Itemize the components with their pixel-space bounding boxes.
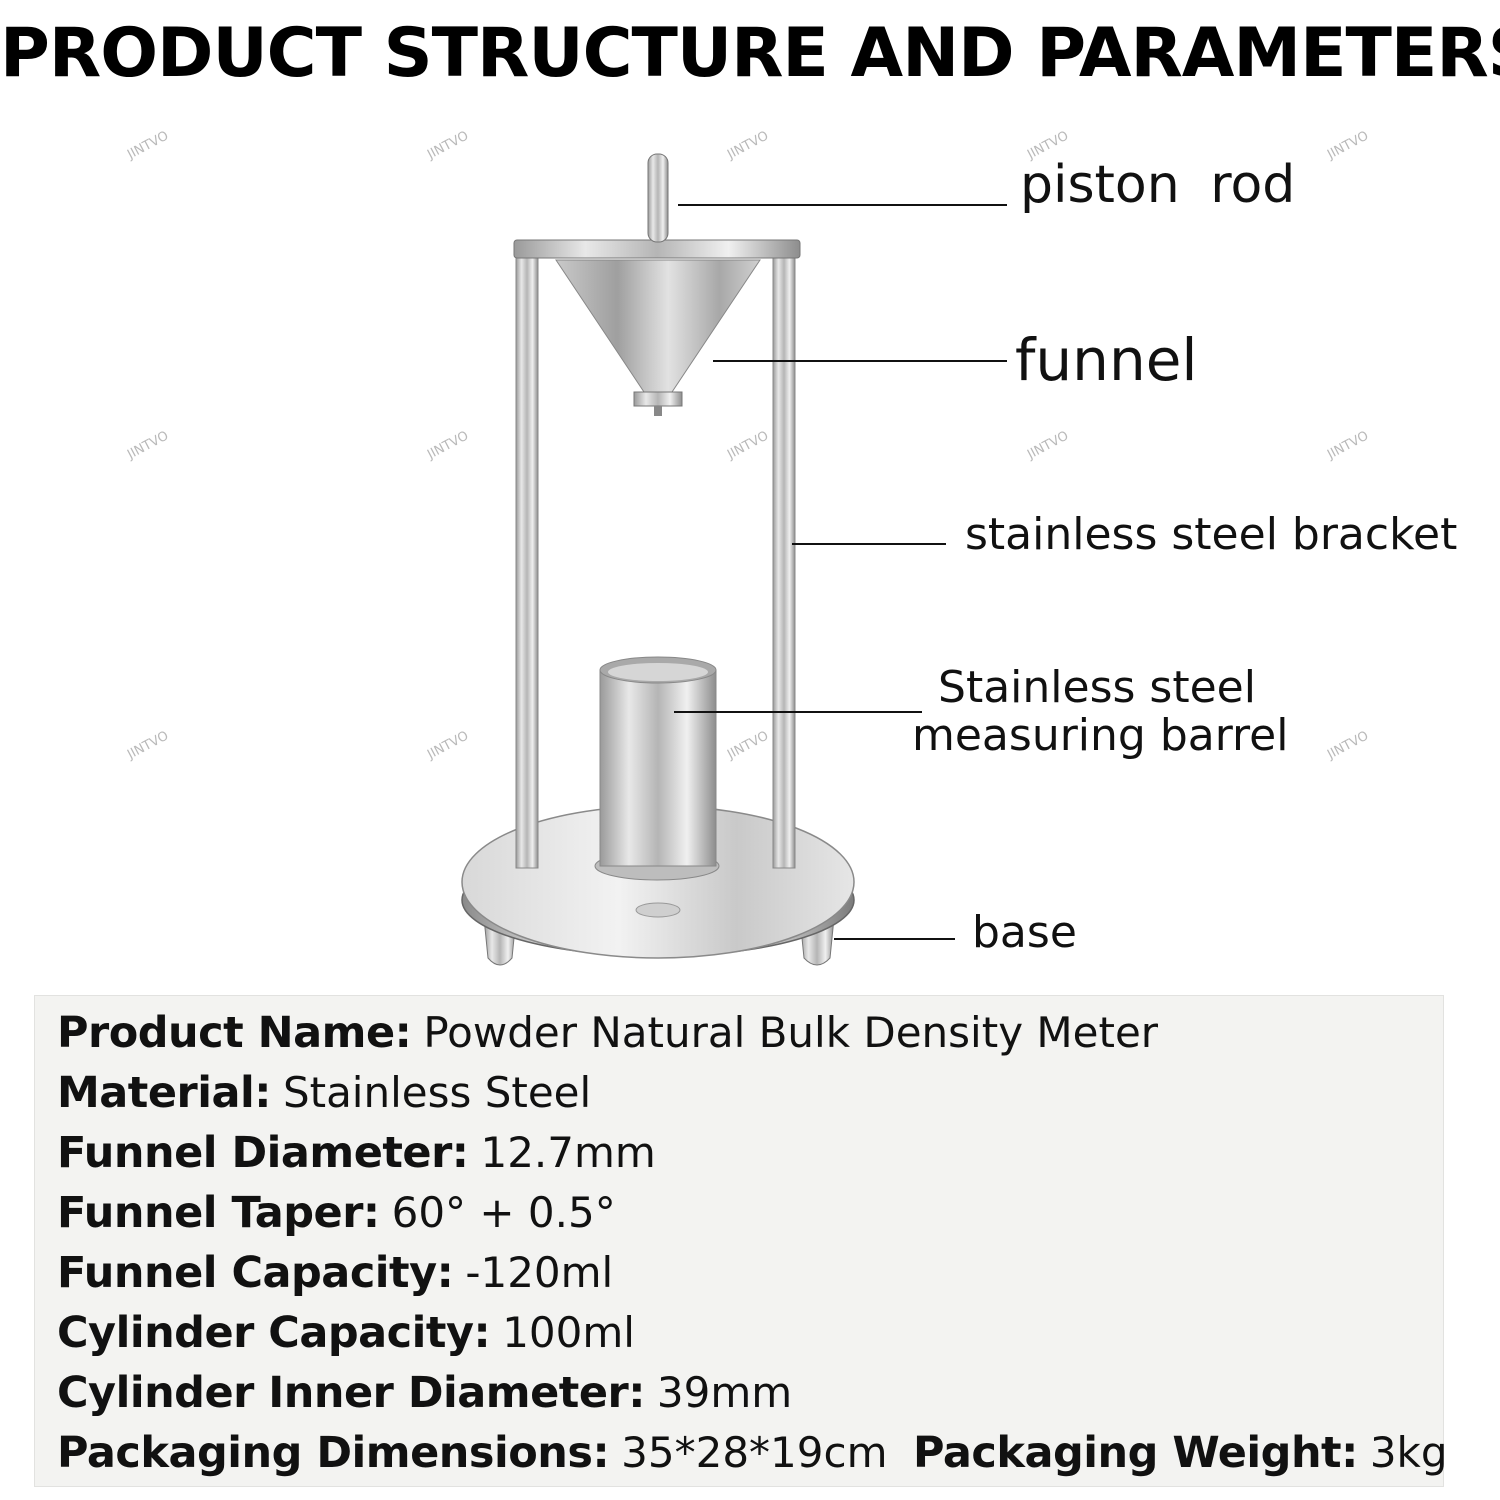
param-label: Packaging Dimensions: (57, 1428, 610, 1478)
param-row-material: Material:Stainless Steel (57, 1068, 591, 1118)
label-base: base (972, 907, 1077, 958)
base-disc (461, 805, 855, 959)
param-row-funnel-diameter: Funnel Diameter:12.7mm (57, 1128, 656, 1178)
param-row-cylinder-inner-diameter: Cylinder Inner Diameter:39mm (57, 1368, 792, 1418)
leader-lines (674, 204, 1007, 940)
param-row-product-name: Product Name:Powder Natural Bulk Density… (57, 1008, 1158, 1058)
label-piston-rod: piston rod (1020, 155, 1296, 215)
page-title: PRODUCT STRUCTURE AND PARAMETERS (0, 14, 1500, 93)
param-label: Product Name: (57, 1008, 412, 1058)
piston-rod (647, 153, 669, 243)
measuring-barrel (594, 656, 720, 881)
label-measuring-barrel: Stainless steel measuring barrel (912, 662, 1289, 761)
param-label: Funnel Capacity: (57, 1248, 454, 1298)
param-row-packaging-dimensions: Packaging Dimensions:35*28*19cm (57, 1428, 888, 1478)
param-value: 100ml (502, 1308, 635, 1357)
label-funnel: funnel (1015, 326, 1198, 394)
param-row-funnel-capacity: Funnel Capacity:-120ml (57, 1248, 613, 1298)
label-barrel-line2: measuring barrel (912, 709, 1289, 761)
param-row-cylinder-capacity: Cylinder Capacity:100ml (57, 1308, 635, 1358)
param-value: 35*28*19cm (621, 1428, 888, 1477)
funnel-cone (555, 259, 761, 416)
param-value: Stainless Steel (282, 1068, 592, 1117)
param-label: Funnel Diameter: (57, 1128, 469, 1178)
param-value: -120ml (465, 1248, 614, 1297)
param-label: Packaging Weight: (913, 1428, 1358, 1478)
bracket-rods (515, 254, 796, 869)
param-label: Funnel Taper: (57, 1188, 380, 1238)
product-diagram (461, 153, 1007, 966)
param-label: Cylinder Capacity: (57, 1308, 491, 1358)
label-barrel-line1: Stainless steel (938, 662, 1256, 713)
param-value: 60° + 0.5° (391, 1188, 616, 1237)
label-bracket: stainless steel bracket (965, 509, 1458, 560)
param-row-packaging-weight: Packaging Weight:3kg (913, 1428, 1448, 1478)
param-value: Powder Natural Bulk Density Meter (423, 1008, 1159, 1057)
param-label: Cylinder Inner Diameter: (57, 1368, 645, 1418)
param-value: 3kg (1369, 1428, 1448, 1477)
param-value: 39mm (656, 1368, 793, 1417)
param-value: 12.7mm (480, 1128, 656, 1177)
parameters-panel: Product Name:Powder Natural Bulk Density… (34, 995, 1448, 1487)
top-plate (513, 239, 801, 259)
param-row-funnel-taper: Funnel Taper:60° + 0.5° (57, 1188, 616, 1238)
param-label: Material: (57, 1068, 271, 1118)
